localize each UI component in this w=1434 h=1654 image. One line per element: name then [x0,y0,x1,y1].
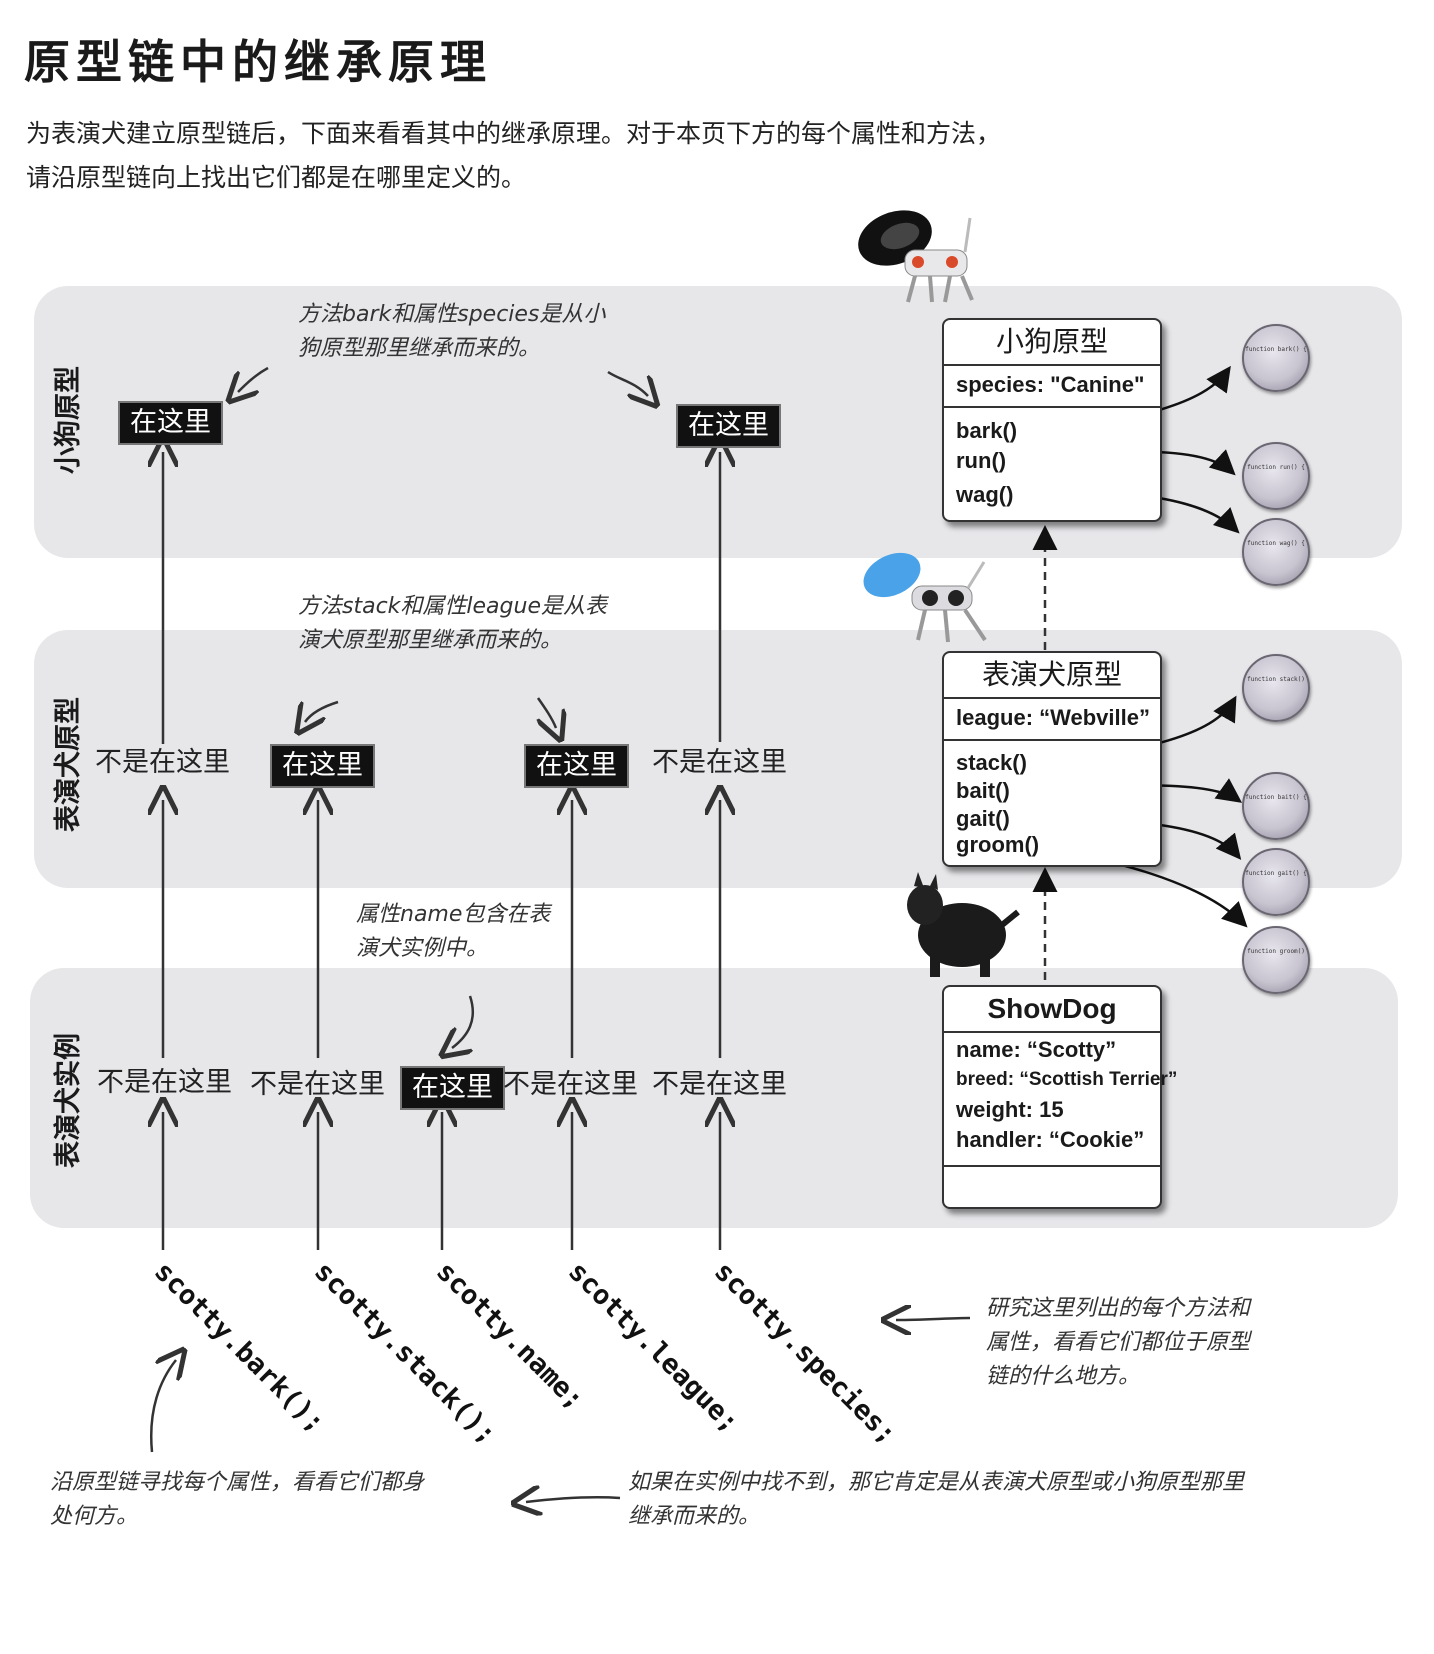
note-arrow-study [896,1318,971,1320]
note-instance: 属性name包含在表 演犬实例中。 [356,902,551,961]
method-groom: groom() [956,832,1040,857]
showdog-box-methods: stack() bait() gait() groom() [944,741,1160,857]
intro-line-1: 为表演犬建立原型链后，下面来看看其中的继承原理。对于本页下方的每个属性和方法， [26,119,1002,148]
note-study: 研究这里列出的每个方法和 属性，看看它们都位于原型 链的什么地方。 [986,1296,1251,1389]
intro-text: 为表演犬建立原型链后，下面来看看其中的继承原理。对于本页下方的每个属性和方法， … [26,112,1001,200]
note-dog-proto: 方法bark和属性species是从小 狗原型那里继承而来的。 [298,302,606,361]
here-stack-showdog-proto: 在这里 [270,744,375,788]
method-wag: wag() [956,482,1014,507]
showdog-box-title: 表演犬原型 [944,653,1160,699]
method-gait: gait() [956,806,1010,831]
notthere-species-showdog-proto: 不是在这里 [652,747,787,778]
notthere-league-instance: 不是在这里 [503,1069,638,1100]
method-bait: bait() [956,778,1010,803]
page-title: 原型链中的继承原理 [24,35,492,89]
note-inherit: 如果在实例中找不到，那它肯定是从表演犬原型或小狗原型那里 继承而来的。 [628,1470,1245,1529]
prop-name: name: “Scotty” [956,1037,1117,1062]
showdog-box-props: league: “Webville” [944,699,1160,741]
dog-prototype-box: 小狗原型 species: "Canine" bark() run() wag(… [942,318,1162,522]
note-arrow-5 [452,995,475,1048]
note-arrow-3 [305,700,339,722]
robot-dog-icon [858,210,974,303]
dog-box-title: 小狗原型 [944,320,1160,366]
method-run: run() [956,448,1007,473]
method-stack: stack() [956,750,1027,775]
function-circle-bait: function bait() { [1242,772,1310,840]
showdog-instance-box: ShowDog name: “Scotty” breed: “Scottish … [942,985,1178,1209]
function-circle-groom: function groom() [1242,926,1310,994]
function-circle-gait: function gait() { [1242,848,1310,916]
instance-box-props: name: “Scotty” breed: “Scottish Terrier”… [944,1033,1178,1167]
here-species-dog-proto: 在这里 [676,404,781,448]
notthere-species-instance: 不是在这里 [652,1069,787,1100]
function-circle-run: function run() { [1242,442,1310,510]
dog-box-props: species: "Canine" [944,366,1160,408]
prop-breed: breed: “Scottish Terrier” [956,1069,1178,1090]
function-circle-stack: function stack() [1242,654,1310,722]
method-bark: bark() [956,418,1018,443]
notthere-bark-instance: 不是在这里 [97,1067,232,1098]
intro-line-2: 请沿原型链向上找出它们都是在哪里定义的。 [26,163,527,192]
robot-dog-blue-icon [863,552,987,643]
dog-box-prop: species: "Canine" [956,372,1145,397]
note-arrow-1 [238,366,269,392]
note-arrow-2 [607,370,648,396]
prop-handler: handler: “Cookie” [956,1127,1145,1152]
instance-box-title: ShowDog [944,987,1160,1033]
here-bark-dog-proto: 在这里 [118,401,223,445]
showdog-prototype-box: 表演犬原型 league: “Webville” stack() bait() … [942,651,1162,867]
here-league-showdog-proto: 在这里 [524,744,629,788]
note-follow: 沿原型链寻找每个属性，看看它们都身 处何方。 [50,1470,425,1529]
notthere-bark-showdog-proto: 不是在这里 [95,747,230,778]
note-arrow-inherit [526,1497,621,1502]
function-circle-bark: function bark() { [1242,324,1310,392]
band-showdog-prototype [34,630,1402,888]
note-showdog-proto: 方法stack和属性league是从表 演犬原型那里继承而来的。 [298,594,607,653]
dog-box-methods: bark() run() wag() [944,408,1160,510]
notthere-stack-instance: 不是在这里 [250,1069,385,1100]
note-arrow-follow [150,1360,176,1453]
here-name-instance: 在这里 [400,1066,505,1110]
function-circle-wag: function wag() { [1242,518,1310,586]
prop-weight: weight: 15 [956,1097,1064,1122]
showdog-box-prop: league: “Webville” [956,705,1150,730]
scottish-terrier-photo [907,872,1020,977]
note-arrow-4 [538,697,556,728]
